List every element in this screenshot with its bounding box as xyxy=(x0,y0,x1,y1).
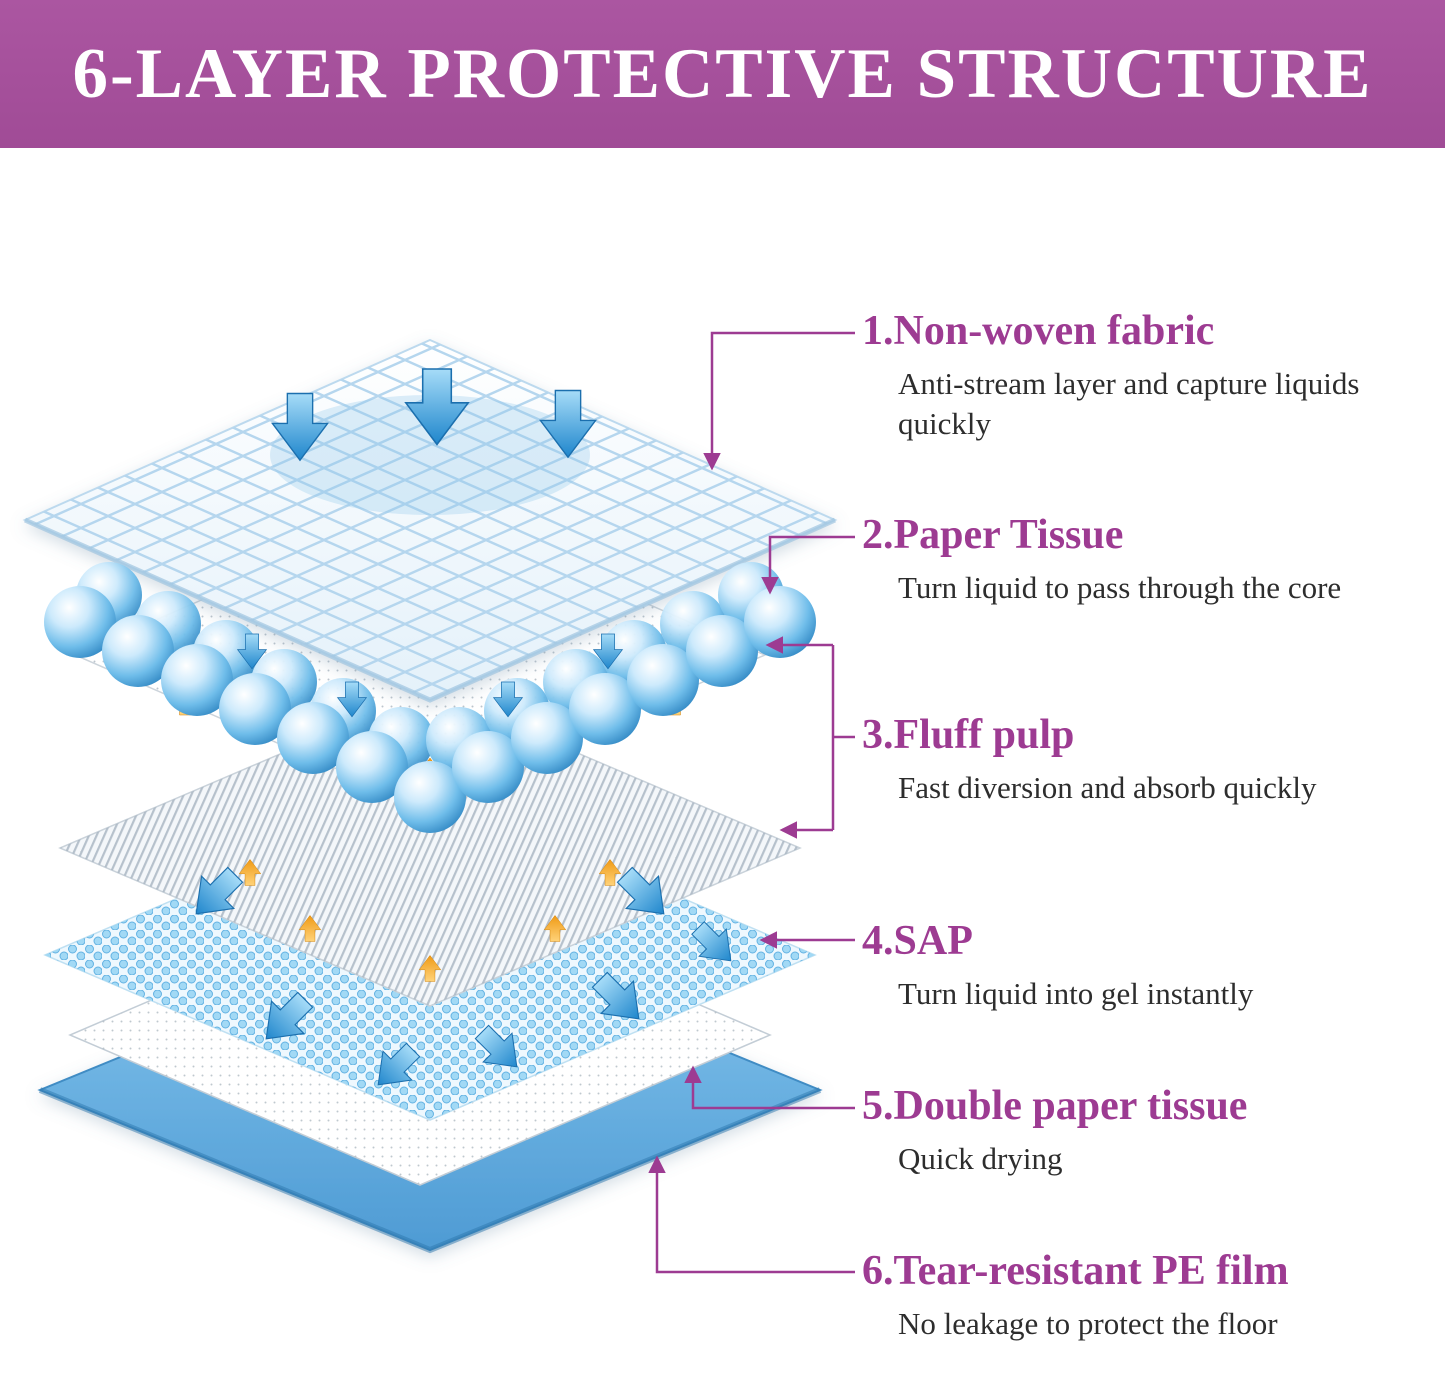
label-double-paper-tissue: 5.Double paper tissue Quick drying xyxy=(862,1083,1247,1179)
label-sap-title: 4.SAP xyxy=(862,918,973,964)
label-pe-film: 6.Tear-resistant PE film No leakage to p… xyxy=(862,1248,1289,1344)
label-pe-film-desc: No leakage to protect the floor xyxy=(898,1306,1278,1342)
label-fluff-pulp-desc: Fast diversion and absorb quickly xyxy=(898,770,1317,806)
label-sap-desc: Turn liquid into gel instantly xyxy=(898,976,1254,1012)
label-fluff-pulp-title: 3.Fluff pulp xyxy=(862,712,1075,758)
label-nonwoven-fabric: 1.Non-woven fabric Anti-stream layer and… xyxy=(862,308,1368,443)
header-banner: 6-LAYER PROTECTIVE STRUCTURE xyxy=(0,0,1445,148)
label-sap: 4.SAP Turn liquid into gel instantly xyxy=(862,918,1253,1014)
connector-2 xyxy=(761,535,855,595)
absorption-balls xyxy=(44,562,816,833)
label-double-paper-tissue-title: 5.Double paper tissue xyxy=(862,1083,1248,1129)
connector-1 xyxy=(703,331,855,471)
label-double-paper-tissue-desc: Quick drying xyxy=(898,1141,1063,1177)
connector-5 xyxy=(684,1065,855,1110)
connector-6 xyxy=(648,1155,855,1274)
label-fluff-pulp: 3.Fluff pulp Fast diversion and absorb q… xyxy=(862,712,1316,808)
label-pe-film-title: 6.Tear-resistant PE film xyxy=(862,1248,1289,1294)
label-paper-tissue: 2.Paper Tissue Turn liquid to pass throu… xyxy=(862,512,1341,608)
label-nonwoven-desc: Anti-stream layer and capture liquids qu… xyxy=(898,366,1360,441)
layer-1-nonwoven-graphic xyxy=(22,338,838,703)
layer-3-fluff-pulp-graphic xyxy=(58,689,802,1007)
label-nonwoven-title: 1.Non-woven fabric xyxy=(862,308,1215,354)
label-paper-tissue-title: 2.Paper Tissue xyxy=(862,512,1124,558)
page-title: 6-LAYER PROTECTIVE STRUCTURE xyxy=(72,34,1373,113)
connector-lines xyxy=(648,331,855,1274)
label-paper-tissue-desc: Turn liquid to pass through the core xyxy=(898,570,1342,606)
